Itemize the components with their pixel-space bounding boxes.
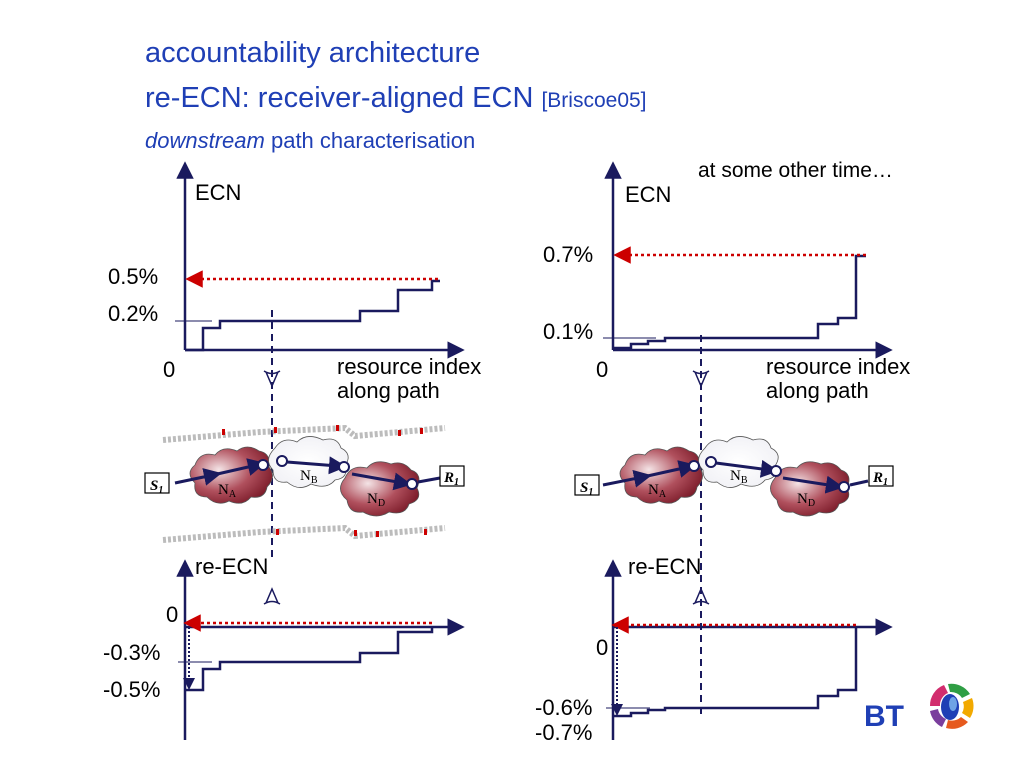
left-ecn-chart [175, 161, 465, 359]
left-eye-icon-bottom [263, 587, 281, 605]
left-cloud-nb [268, 436, 349, 488]
right-node-d-label: ND [797, 491, 815, 509]
right-node-a-label: NA [648, 482, 667, 500]
right-reecn-bottom-value: -0.7% [535, 720, 592, 745]
right-ecn-step-curve [613, 254, 866, 350]
title-line-2: re-ECN: receiver-aligned ECN [Briscoe05] [145, 82, 647, 115]
left-reecn-bottom-value: -0.5% [103, 677, 160, 702]
right-ecn-axis-label: ECN [625, 182, 671, 207]
right-sender-label: S1 [580, 480, 593, 498]
title-reference: [Briscoe05] [541, 89, 647, 112]
right-reecn-mid-value: -0.6% [535, 695, 592, 720]
left-ecn-zero: 0 [163, 357, 175, 382]
bt-piper-icon [929, 683, 975, 729]
right-receiver-box [868, 465, 894, 487]
title-line-1: accountability architecture [145, 37, 481, 69]
right-reecn-step-curve [613, 627, 858, 718]
left-reecn-mid-value: -0.3% [103, 640, 160, 665]
left-ecn-axis-label: ECN [195, 180, 241, 205]
left-packet-band-bottom [162, 524, 446, 543]
right-ecn-mid-value: 0.1% [543, 319, 593, 344]
right-node-b-label: NB [730, 468, 748, 486]
left-packet-band-top [162, 424, 446, 443]
right-receiver-label: R1 [872, 470, 888, 488]
right-ecn-zero: 0 [596, 357, 608, 382]
left-reecn-chart [176, 559, 465, 740]
title-line-3: downstream path characterisation [145, 128, 475, 154]
left-eye-icon-top [263, 370, 281, 388]
left-reecn-step-curve [185, 627, 434, 692]
left-sender-box [144, 472, 170, 494]
left-ecn-mid-value: 0.2% [108, 301, 158, 326]
right-sender-box [574, 474, 600, 496]
left-x-label-line-1: resource index [337, 354, 481, 379]
right-network [574, 436, 894, 517]
left-node-a-label: NA [218, 482, 237, 500]
left-receiver-box [439, 465, 465, 487]
left-ecn-top-value: 0.5% [108, 264, 158, 289]
left-sender-label: S1 [150, 478, 163, 496]
right-caption: at some other time… [698, 159, 893, 182]
right-ecn-top-value: 0.7% [543, 242, 593, 267]
left-ecn-step-curve [185, 279, 440, 352]
left-network [144, 436, 465, 517]
bt-logo-text: BT [864, 700, 904, 733]
left-reecn-axis-label: re-ECN [195, 554, 268, 579]
title-line-2-main: re-ECN: receiver-aligned ECN [145, 82, 534, 114]
right-eye-icon-bottom [692, 587, 710, 605]
right-x-label-line-1: resource index [766, 354, 910, 379]
right-cloud-nd [770, 461, 850, 517]
left-receiver-label: R1 [443, 470, 459, 488]
right-x-label-line-2: along path [766, 378, 869, 403]
bt-logo: BT [864, 683, 975, 733]
left-x-label-line-2: along path [337, 378, 440, 403]
right-reecn-chart [604, 559, 893, 740]
right-ecn-chart [603, 161, 893, 359]
right-reecn-axis-label: re-ECN [628, 554, 701, 579]
title-line-3-rest: path characterisation [270, 128, 476, 153]
title-line-3-italic: downstream [145, 128, 265, 153]
left-node-b-label: NB [300, 468, 318, 486]
left-reecn-zero: 0 [166, 602, 178, 627]
right-eye-icon-top [692, 370, 710, 388]
left-node-d-label: ND [367, 491, 385, 509]
right-reecn-zero: 0 [596, 635, 608, 660]
left-marked-packets [222, 425, 427, 537]
